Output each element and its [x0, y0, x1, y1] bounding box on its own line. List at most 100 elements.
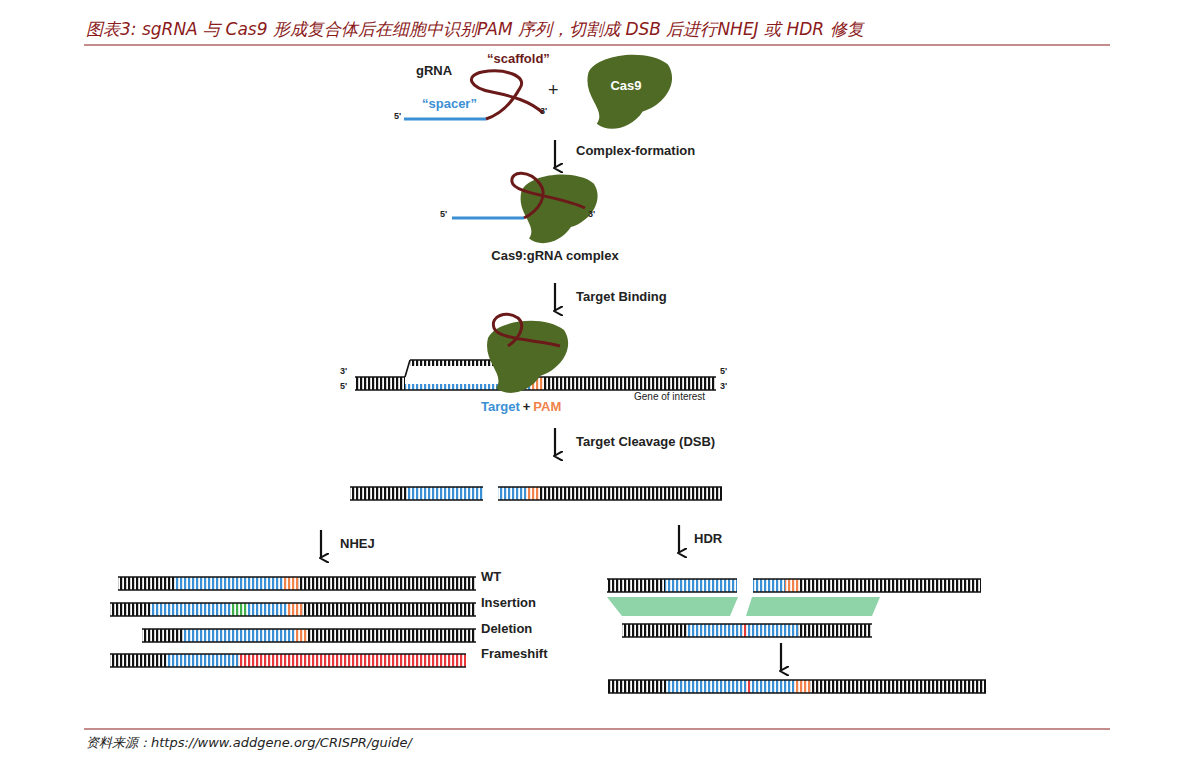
dna-strand	[355, 377, 405, 390]
dna-strand	[665, 580, 737, 591]
diagram-label: 3'	[720, 381, 727, 391]
dna-strand	[526, 487, 540, 500]
dna-strand	[142, 628, 476, 630]
diagram-label: NHEJ	[340, 537, 375, 552]
dna-strand	[355, 376, 405, 378]
dna-strand	[350, 487, 483, 500]
dna-strand	[498, 487, 526, 500]
dna-strand	[248, 604, 288, 615]
dna-strand	[608, 680, 986, 693]
dna-strand	[746, 680, 750, 693]
dna-strand	[607, 578, 737, 580]
diagram-label: PAM	[533, 400, 561, 415]
dna-strand	[742, 625, 746, 636]
dna-strand	[753, 579, 785, 592]
diagram-label: “spacer”	[422, 97, 477, 112]
node-text: Cas9	[578, 78, 674, 93]
dna-strand	[350, 499, 483, 501]
dna-strand	[753, 591, 981, 593]
dna-strand	[238, 654, 466, 667]
diagram-label: 5'	[394, 111, 401, 121]
diagram-label: Cas9:gRNA complex	[491, 249, 618, 264]
dna-strand	[294, 629, 308, 642]
dna-strand	[746, 681, 750, 692]
diagram-label: Target	[481, 400, 520, 415]
dna-strand	[785, 579, 799, 592]
diagram-label: 5'	[440, 209, 447, 219]
dna-strand	[753, 580, 785, 591]
dna-strand	[608, 692, 986, 694]
dna-strand	[794, 680, 810, 693]
dna-strand	[110, 603, 476, 616]
dna-strand	[174, 578, 284, 589]
dna-strand	[608, 679, 986, 681]
diagram-label: 5'	[340, 381, 347, 391]
diagram-label: 3'	[588, 209, 595, 219]
dna-strand	[498, 499, 722, 501]
dna-strand	[753, 579, 981, 592]
figure-title: 图表3: sgRNA 与 Cas9 形成复合体后在细胞中识别PAM 序列，切割成…	[86, 18, 864, 41]
diagram-label: 5'	[720, 366, 727, 376]
dna-strand	[666, 681, 794, 692]
diagram-label: 3'	[540, 106, 547, 116]
dna-strand	[665, 579, 737, 592]
dna-strand	[688, 625, 798, 636]
diagram-label: HDR	[694, 532, 722, 547]
dna-strand	[142, 629, 476, 642]
diagram-label: Frameshift	[481, 647, 547, 662]
dna-strand	[284, 578, 298, 589]
dna-strand	[742, 624, 746, 637]
dna-strand	[498, 487, 722, 500]
dna-strand	[118, 589, 476, 591]
dna-strand	[498, 486, 722, 488]
dna-strand	[785, 580, 799, 591]
dna-strand	[498, 488, 526, 499]
dna-strand	[166, 654, 238, 667]
dna-strand	[607, 579, 737, 592]
dna-strand	[294, 630, 308, 641]
dna-strand	[110, 653, 466, 655]
dna-strand	[232, 603, 248, 616]
diagram-label: +	[548, 80, 559, 101]
dna-strand	[118, 577, 476, 590]
dna-strand	[150, 604, 232, 615]
diagram-label: Complex-formation	[576, 144, 695, 159]
diagram-label: Gene of interest	[634, 391, 705, 403]
dna-strand	[350, 486, 483, 488]
dna-strand	[166, 655, 238, 666]
dna-strand	[493, 314, 560, 346]
dna-strand	[530, 389, 716, 391]
dna-strand	[530, 377, 716, 390]
dna-strand	[110, 615, 476, 617]
dna-strand	[607, 591, 737, 593]
dna-strand	[753, 578, 981, 580]
dna-strand	[238, 655, 466, 666]
dna-strand	[184, 630, 294, 641]
source-caption: 资料来源：https://www.addgene.org/CRISPR/guid…	[86, 734, 412, 752]
dna-strand	[284, 577, 298, 590]
diagram-label: Target Cleavage (DSB)	[576, 435, 715, 450]
diagram-label: Target Binding	[576, 290, 667, 305]
dna-strand	[355, 389, 405, 391]
diagram-label: Insertion	[481, 596, 536, 611]
diagram-label: “scaffold”	[487, 52, 550, 67]
dna-strand	[622, 636, 872, 638]
dna-strand	[526, 488, 540, 499]
diagram-label: gRNA	[416, 64, 452, 79]
cas9-protein: Cas9	[578, 52, 674, 132]
dna-strand	[688, 624, 798, 637]
dna-strand	[110, 602, 476, 604]
dna-strand	[248, 603, 288, 616]
dna-strand	[142, 641, 476, 643]
dna-strand	[408, 488, 483, 499]
dna-strand	[232, 604, 248, 615]
dna-strand	[666, 680, 794, 693]
dna-strand	[110, 654, 466, 667]
dna-strand	[408, 487, 483, 500]
dna-strand	[622, 624, 872, 637]
diagram-label: Deletion	[481, 622, 532, 637]
dna-strand	[622, 623, 872, 625]
dna-strand	[288, 603, 302, 616]
dna-strand	[110, 666, 466, 668]
